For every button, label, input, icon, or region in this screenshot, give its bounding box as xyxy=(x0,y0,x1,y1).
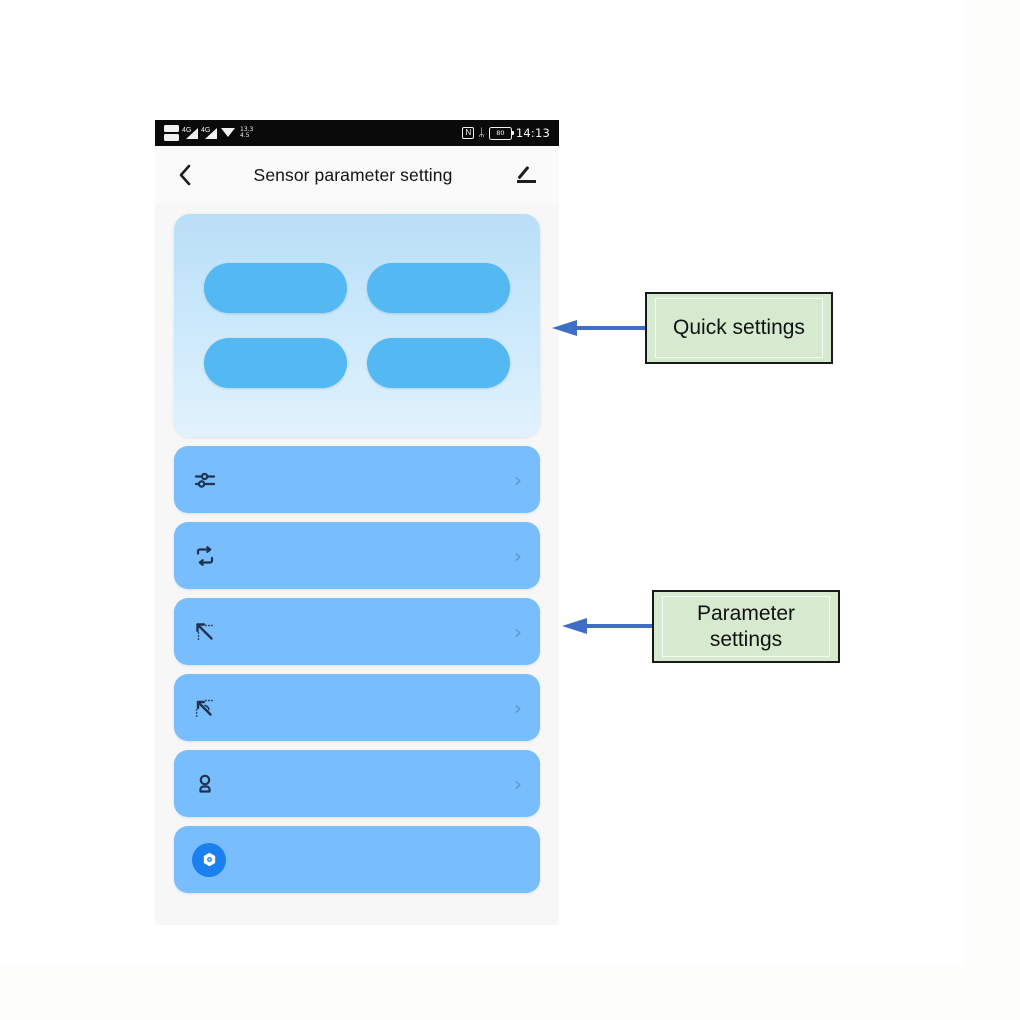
screen-content: › › xyxy=(155,204,559,925)
callout-box-parameter-settings: Parameter settings xyxy=(652,590,840,663)
callout-arrow-parameter-settings xyxy=(562,618,654,634)
status-bar-right: N ᛦ 80 14:13 xyxy=(462,126,550,140)
callout-label-parameter-line1: Parameter xyxy=(696,601,796,625)
quick-settings-tile-1[interactable] xyxy=(204,263,347,314)
wifi-icon xyxy=(221,127,236,139)
status-bar-left: 4G 4G 13.3 4.5 xyxy=(164,125,253,141)
sliders-tune-icon xyxy=(192,467,218,493)
back-button[interactable] xyxy=(173,163,197,187)
phone-screenshot: 4G 4G 13.3 4.5 N ᛦ 80 14:13 xyxy=(155,120,559,925)
dual-sim-icon xyxy=(164,125,179,141)
person-user-icon xyxy=(192,771,218,797)
quick-settings-tile-3[interactable] xyxy=(204,337,347,388)
quick-settings-card xyxy=(174,214,540,437)
diagonal-arrow-up-left-icon xyxy=(192,619,218,645)
quick-settings-tile-4[interactable] xyxy=(367,337,510,388)
data-rate-indicator: 13.3 4.5 xyxy=(240,125,254,140)
parameter-row-3[interactable]: › xyxy=(174,598,540,665)
quick-settings-tile-2[interactable] xyxy=(367,263,510,314)
parameter-row-4[interactable]: › xyxy=(174,674,540,741)
chevron-right-icon[interactable]: › xyxy=(514,771,522,796)
parameter-row-5[interactable]: › xyxy=(174,750,540,817)
diagonal-arrow-up-left-dotted-icon xyxy=(192,695,218,721)
app-bar: Sensor parameter setting xyxy=(155,146,559,204)
callout-box-quick-settings: Quick settings xyxy=(645,292,833,364)
loop-repeat-icon xyxy=(192,543,218,569)
status-bar-clock: 14:13 xyxy=(515,126,550,140)
signal-strength-icon-2: 4G xyxy=(201,127,217,139)
callout-label-quick-settings: Quick settings xyxy=(655,298,823,358)
nfc-icon: N xyxy=(462,127,475,139)
page-title: Sensor parameter setting xyxy=(253,164,453,185)
signal-strength-icon-1: 4G xyxy=(182,127,198,139)
callout-arrow-quick-settings xyxy=(552,320,647,336)
parameter-row-2[interactable]: › xyxy=(174,522,540,589)
bluetooth-icon: ᛦ xyxy=(478,126,485,139)
data-rate-down: 4.5 xyxy=(240,132,250,139)
gear-badge-icon xyxy=(192,842,226,877)
chevron-right-icon[interactable]: › xyxy=(514,543,522,568)
status-bar: 4G 4G 13.3 4.5 N ᛦ 80 14:13 xyxy=(155,120,559,146)
parameter-row-1[interactable]: › xyxy=(174,446,540,513)
battery-icon: 80 xyxy=(488,126,515,140)
callout-label-parameter-settings: Parameter settings xyxy=(662,596,830,657)
data-rate-up: 13.3 xyxy=(240,125,254,133)
chevron-right-icon[interactable]: › xyxy=(514,619,522,644)
callout-label-parameter-line2: settings xyxy=(709,627,783,651)
chevron-right-icon[interactable]: › xyxy=(514,695,522,720)
edit-pencil-icon[interactable] xyxy=(515,162,541,188)
chevron-right-icon[interactable]: › xyxy=(514,467,522,492)
parameter-row-6[interactable] xyxy=(174,826,540,893)
